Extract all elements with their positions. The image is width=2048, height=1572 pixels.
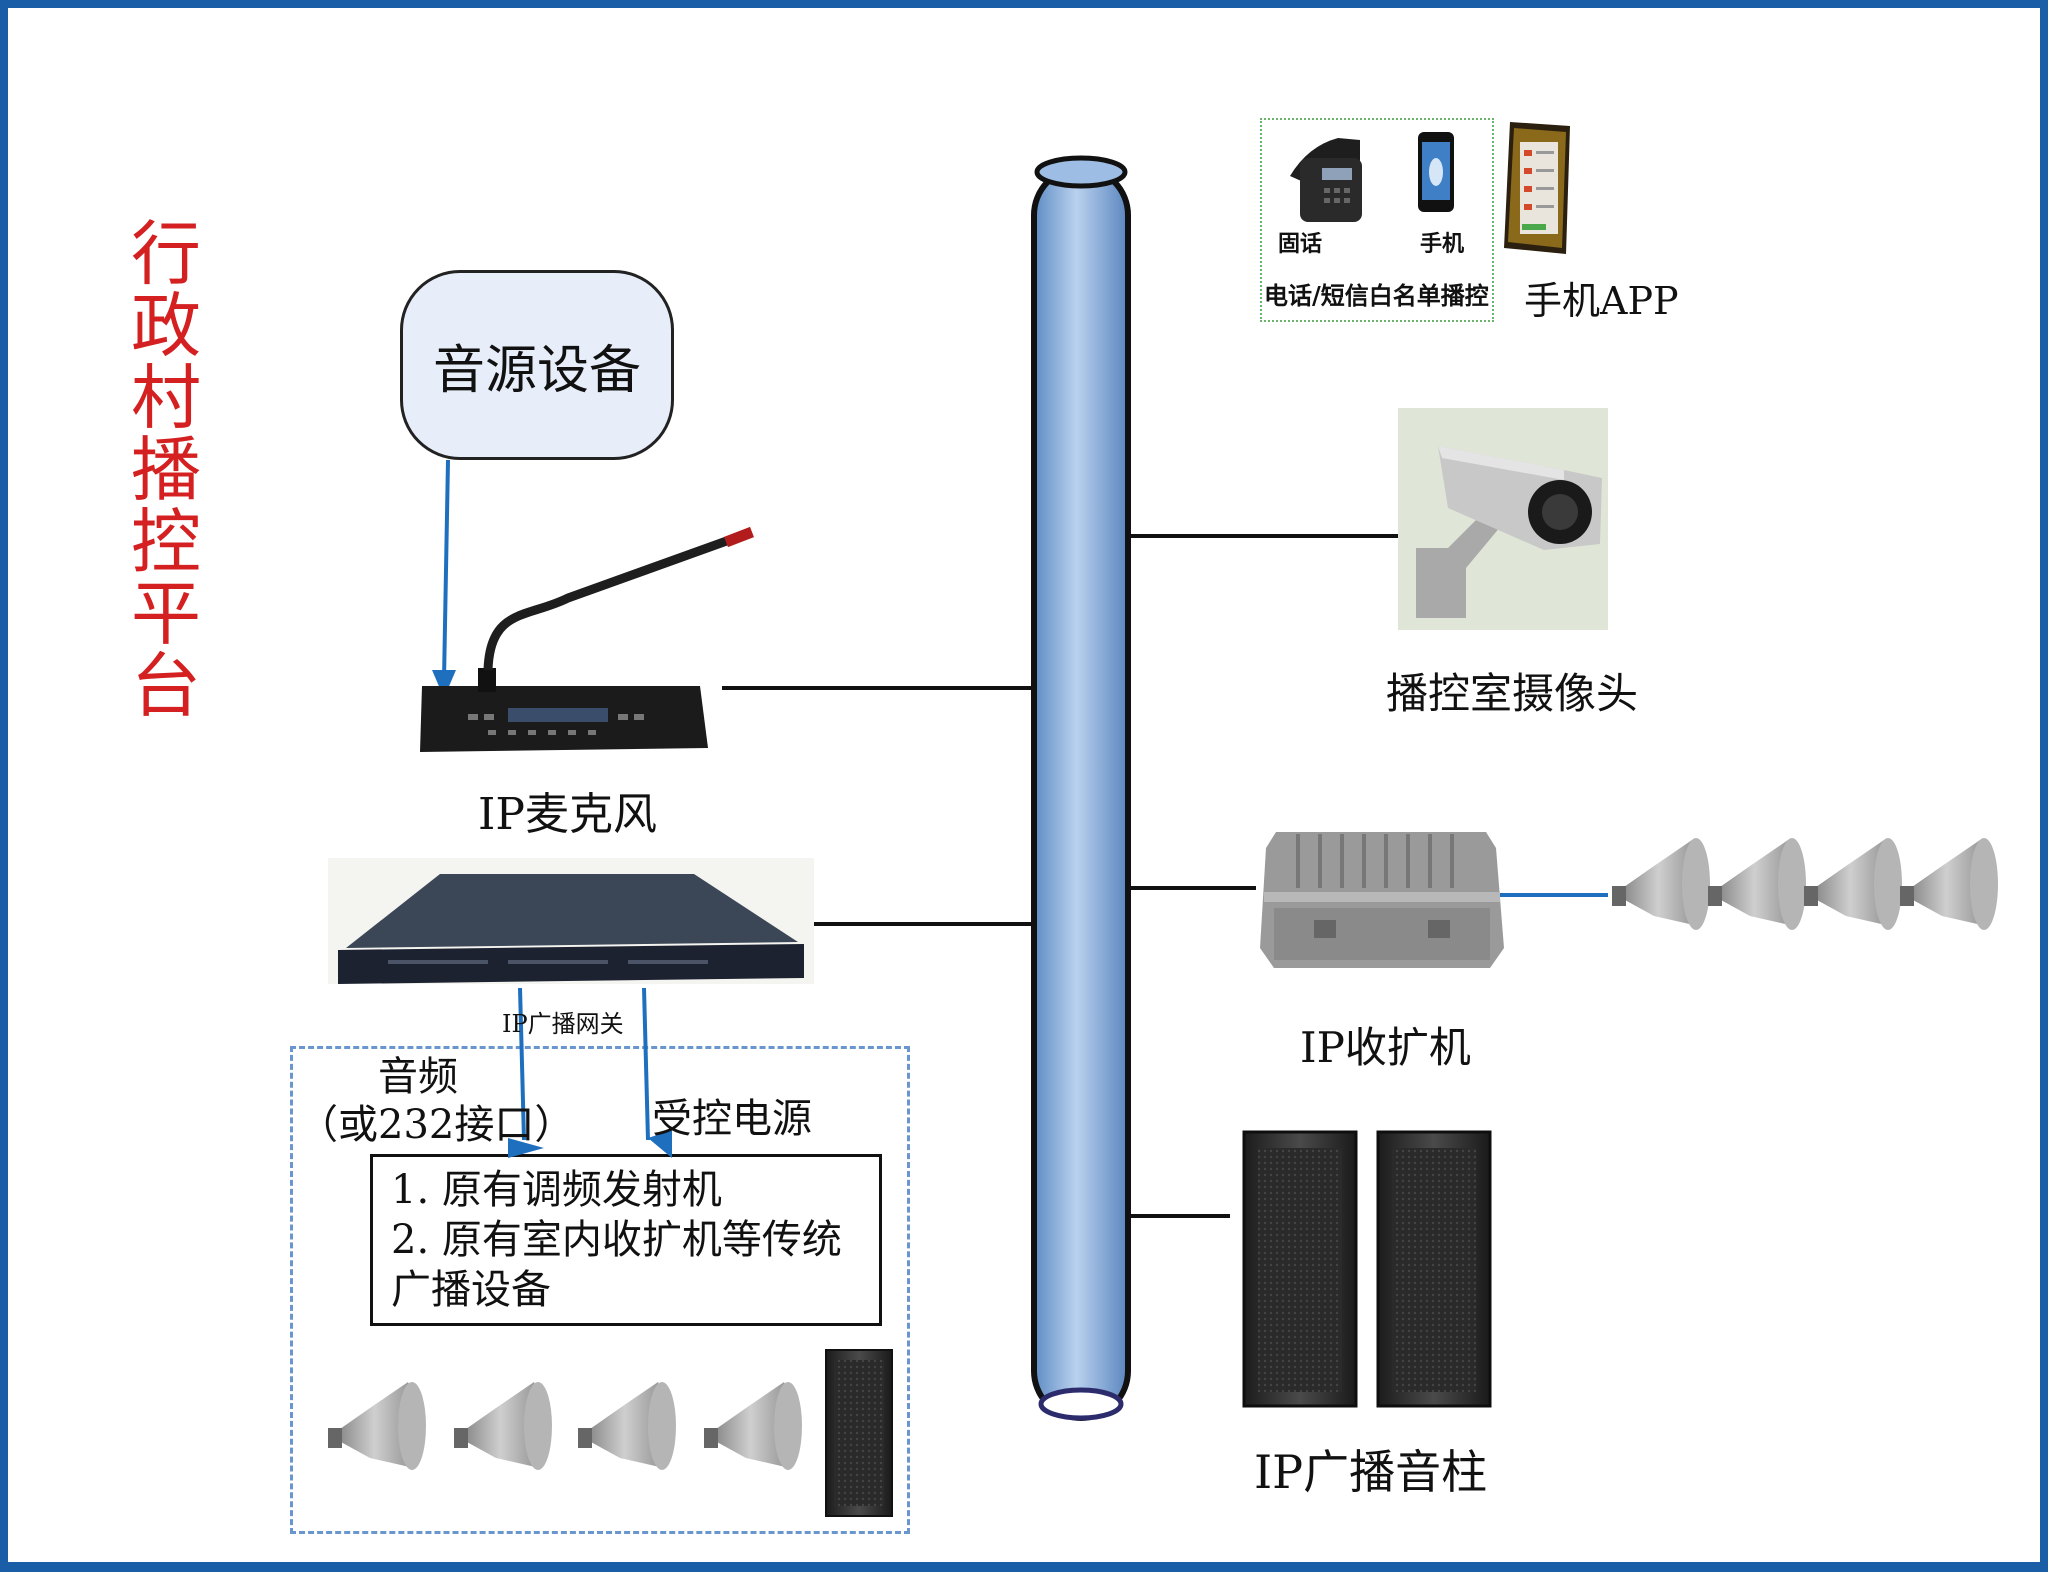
ip-gateway-label: IP广播网关 [502, 1010, 624, 1038]
phone-control-panel [1260, 118, 1494, 322]
ip-column-speakers [1242, 1130, 1492, 1408]
platform-title: 行 政 村 播 控 平 台 [126, 218, 206, 722]
mobile-label: 手机 [1420, 231, 1465, 257]
title-char: 播 [131, 429, 201, 511]
ip-microphone-label: IP麦克风 [478, 789, 657, 840]
network-bus [1031, 155, 1131, 1421]
controlled-power-label: 受控电源 [652, 1096, 812, 1142]
source-device-box: 音源设备 [400, 270, 674, 460]
legacy-line: 1. 原有调频发射机 [391, 1167, 722, 1213]
mobile-app-icon [1504, 122, 1570, 254]
gateway-arrows [508, 987, 672, 1158]
title-char: 台 [131, 645, 201, 727]
title-char: 政 [131, 285, 201, 367]
mobile-app-label: 手机APP [1524, 279, 1679, 323]
audio-interface-label: （或232接口） [298, 1102, 575, 1148]
landline-label: 固话 [1278, 231, 1323, 257]
ip-microphone-device [420, 526, 754, 752]
legacy-horn-speakers [328, 1349, 893, 1517]
title-char: 村 [131, 357, 201, 439]
legacy-line: 2. 原有室内收扩机等传统 [391, 1217, 842, 1263]
landline-phone-icon [1290, 138, 1362, 222]
title-char: 平 [131, 573, 201, 655]
legacy-region-dashed [290, 1046, 910, 1534]
audio-label: 音频 [378, 1054, 458, 1100]
title-char: 控 [131, 501, 201, 583]
camera-label: 播控室摄像头 [1386, 669, 1639, 718]
bus-connectors [722, 534, 1398, 1218]
legacy-equipment-box: 1. 原有调频发射机 2. 原有室内收扩机等传统 广播设备 [370, 1154, 882, 1326]
legacy-line: 广播设备 [391, 1267, 551, 1313]
source-device-label: 音源设备 [432, 340, 641, 401]
ip-column-speaker-label: IP广播音柱 [1254, 1445, 1488, 1499]
whitelist-label: 电话/短信白名单播控 [1264, 281, 1489, 310]
ip-amplifier-label: IP收扩机 [1300, 1023, 1471, 1072]
source-arrow [442, 459, 450, 681]
camera-device [1398, 408, 1608, 630]
mobile-phone-icon [1418, 132, 1454, 212]
diagram-graphics [328, 122, 1998, 1517]
title-char: 行 [131, 213, 201, 295]
ip-amplifier-device [1260, 832, 1504, 968]
amplifier-horn-speakers [1612, 838, 1998, 930]
ip-gateway-device [328, 858, 814, 984]
